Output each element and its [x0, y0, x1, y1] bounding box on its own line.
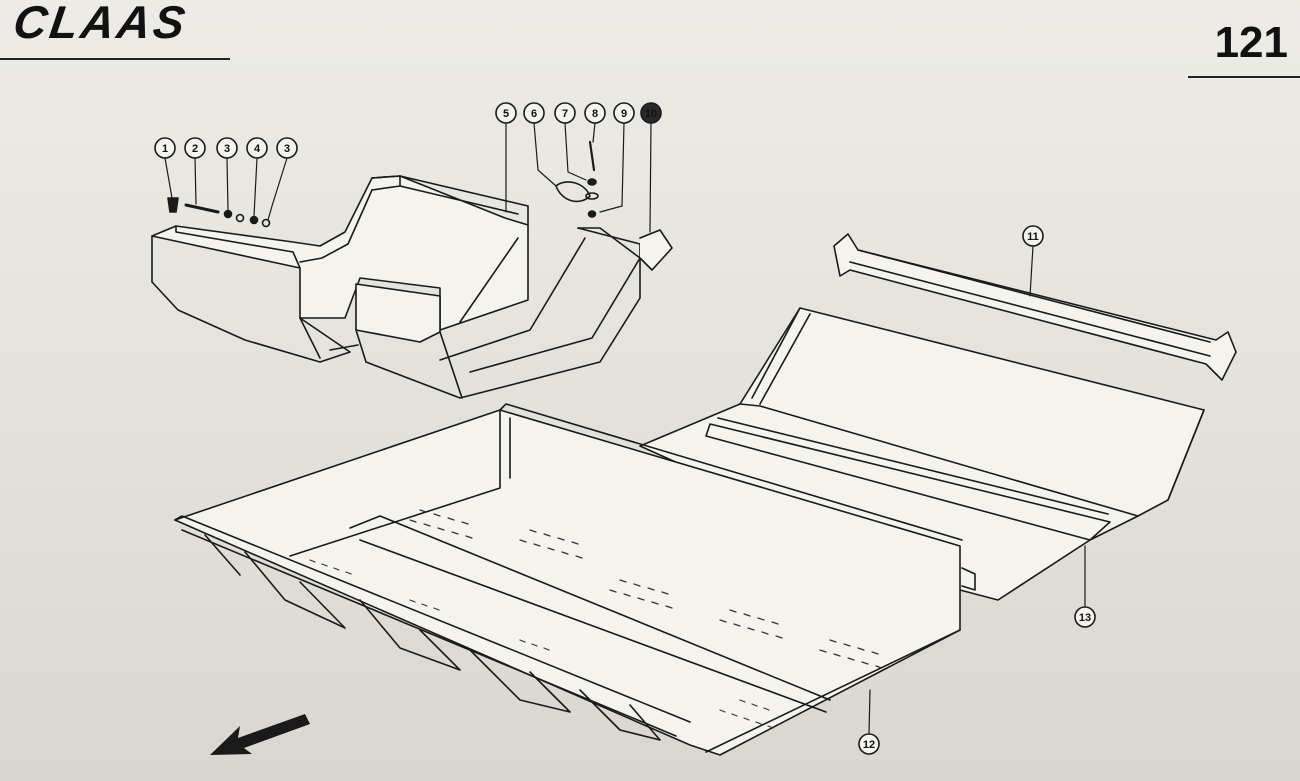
callout-2: 2	[184, 137, 206, 159]
page-number: 121	[1214, 18, 1288, 67]
callout-label: 4	[254, 143, 261, 155]
callout-11: 11	[1022, 225, 1044, 247]
callout-3b: 3	[276, 137, 298, 159]
part-11-strip	[833, 233, 1237, 381]
callout-circle	[858, 733, 880, 755]
callout-4: 4	[246, 137, 268, 159]
callout-10: 10	[640, 102, 662, 124]
callout-circle	[276, 137, 298, 159]
callout-7: 7	[554, 102, 576, 124]
callout-circle	[495, 102, 517, 124]
callout-label: 11	[1027, 231, 1039, 243]
callout-label: 5	[503, 108, 509, 120]
callout-circle	[216, 137, 238, 159]
callout-label: 2	[192, 143, 198, 155]
callout-circle	[613, 102, 635, 124]
callout-circle	[640, 102, 662, 124]
callout-8: 8	[584, 102, 606, 124]
callout-circle	[154, 137, 176, 159]
logo-rule	[0, 58, 230, 60]
callout-12: 12	[858, 733, 880, 755]
callout-label: 3	[284, 143, 290, 155]
callout-label: 7	[562, 108, 568, 120]
callout-6: 6	[523, 102, 545, 124]
leader-lines	[164, 122, 1086, 735]
part-12-sieve-pan	[174, 403, 976, 756]
callout-label: 13	[1079, 612, 1091, 624]
callout-label: 6	[531, 108, 537, 120]
callout-3a: 3	[216, 137, 238, 159]
callout-label: 10	[645, 108, 657, 120]
page-number-rule	[1188, 76, 1300, 78]
callout-circle	[246, 137, 268, 159]
callout-label: 3	[224, 143, 230, 155]
callout-circle	[554, 102, 576, 124]
callout-circle	[184, 137, 206, 159]
direction-arrow	[210, 714, 310, 755]
callout-label: 12	[863, 739, 875, 751]
callout-label: 1	[162, 143, 168, 155]
callout-label: 9	[621, 108, 627, 120]
callout-13: 13	[1074, 606, 1096, 628]
part-13-tray	[639, 307, 1205, 601]
callout-circle	[1022, 225, 1044, 247]
callout-label: 8	[592, 108, 598, 120]
sieve-perforations	[309, 509, 883, 729]
callout-1: 1	[154, 137, 176, 159]
callout-circle	[523, 102, 545, 124]
upper-middle-chute	[355, 227, 673, 399]
callout-5: 5	[495, 102, 517, 124]
upper-left-housing	[151, 175, 529, 363]
callout-circle	[584, 102, 606, 124]
callout-9: 9	[613, 102, 635, 124]
small-fasteners	[167, 140, 599, 228]
callout-circle	[1074, 606, 1096, 628]
